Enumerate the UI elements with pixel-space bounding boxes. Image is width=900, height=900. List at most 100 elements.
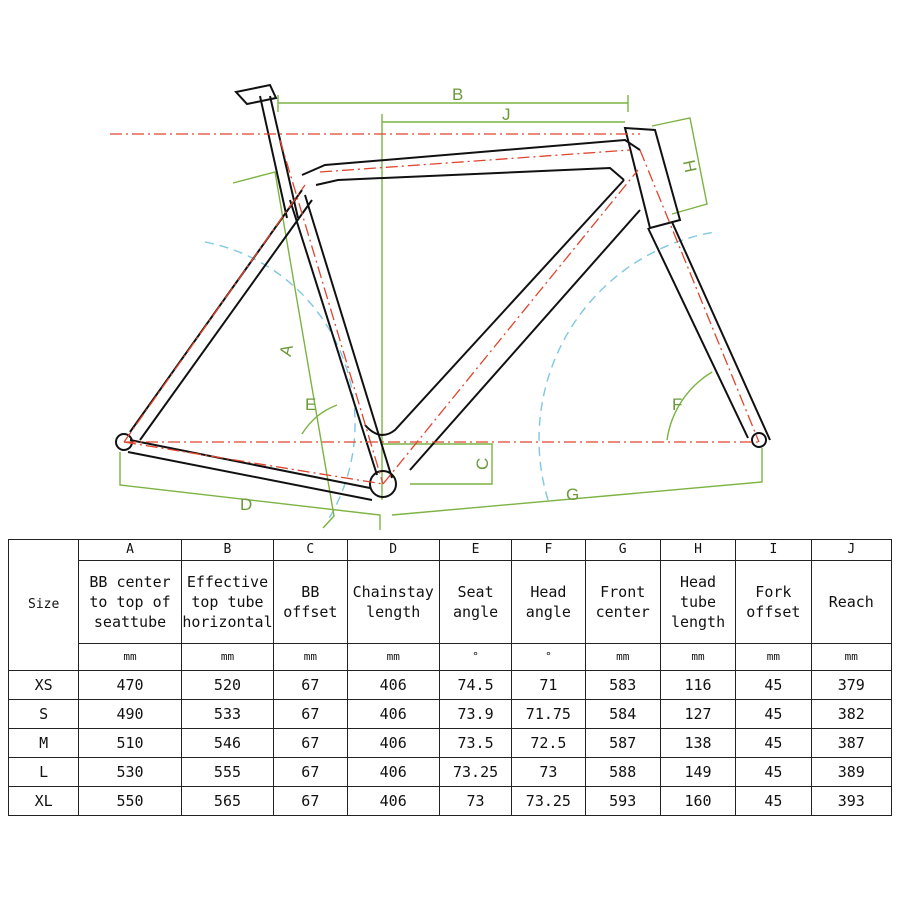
column-name: Head tube length <box>659 560 737 644</box>
value-cell: 393 <box>810 786 893 816</box>
bike-frame <box>115 83 771 501</box>
fork <box>647 221 771 441</box>
value-cell: 406 <box>346 786 440 816</box>
reference-arcs <box>204 231 716 521</box>
column-letter: J <box>810 539 893 561</box>
value-cell: 45 <box>735 786 812 816</box>
dim-b-line <box>277 95 629 112</box>
label-d: D <box>240 495 252 514</box>
value-cell: 550 <box>78 786 182 816</box>
dim-a-line <box>232 171 335 529</box>
column-name-line: angle <box>452 603 499 621</box>
value-cell: 72.5 <box>511 728 586 758</box>
value-cell: 45 <box>735 728 812 758</box>
value-cell: 406 <box>346 670 440 700</box>
column-name: Seat angle <box>438 560 513 644</box>
dim-f-arc <box>666 371 713 441</box>
value-cell: 45 <box>735 699 812 729</box>
column-name-line: seattube <box>93 613 167 631</box>
column-name-line: Head <box>679 573 717 591</box>
value-cell: 67 <box>273 786 348 816</box>
column-name-line: Seat <box>457 583 494 601</box>
value-cell: 520 <box>180 670 275 700</box>
column-name-line: angle <box>525 603 571 621</box>
value-cell: 533 <box>180 699 275 729</box>
size-cell: XL <box>7 786 80 816</box>
head-tube <box>623 126 682 230</box>
column-name-line: offset <box>283 603 338 621</box>
column-name-line: horizontal <box>182 613 273 631</box>
value-cell: 584 <box>584 699 661 729</box>
fork-axis <box>639 149 760 443</box>
column-name-line: tube <box>679 593 717 611</box>
value-cell: 73.25 <box>511 786 586 816</box>
size-cell: M <box>7 728 80 758</box>
column-letter: A <box>78 539 182 561</box>
value-cell: 73.9 <box>438 699 513 729</box>
column-name-line: center <box>595 603 650 621</box>
label-a: A <box>276 342 297 358</box>
frame-geometry-diagram: B J H A E C D G F <box>110 83 771 530</box>
column-letter: I <box>735 539 812 561</box>
stay-axis <box>123 184 384 485</box>
value-cell: 588 <box>584 757 661 787</box>
dimension-lines <box>119 95 763 530</box>
column-unit: mm <box>810 643 893 671</box>
column-name-line: Front <box>600 583 646 601</box>
column-letter: B <box>180 539 275 561</box>
dim-g-line <box>391 448 763 516</box>
size-header: Size <box>7 539 80 671</box>
value-cell: 73.25 <box>438 757 513 787</box>
value-cell: 406 <box>346 699 440 729</box>
column-name-line: Effective <box>186 573 269 591</box>
value-cell: 45 <box>735 757 812 787</box>
column-name-line: Reach <box>828 593 874 611</box>
column-name: Reach <box>810 560 893 644</box>
value-cell: 67 <box>273 699 348 729</box>
label-c: C <box>473 458 492 470</box>
value-cell: 406 <box>346 757 440 787</box>
front-dropout <box>751 432 767 448</box>
value-cell: 67 <box>273 757 348 787</box>
column-name-line: length <box>670 613 726 631</box>
top-tube <box>301 138 641 186</box>
column-unit: mm <box>346 643 440 671</box>
value-cell: 406 <box>346 728 440 758</box>
column-name-line: length <box>366 603 421 621</box>
value-cell: 116 <box>659 670 737 700</box>
column-name-line: Head <box>530 583 567 601</box>
column-unit: ° <box>511 643 586 671</box>
column-name: BB offset <box>273 560 348 644</box>
value-cell: 565 <box>180 786 275 816</box>
down-tube-axis <box>382 169 639 485</box>
head-angle-arc <box>538 231 716 501</box>
dim-d-line <box>119 452 381 530</box>
value-cell: 587 <box>584 728 661 758</box>
value-cell: 74.5 <box>438 670 513 700</box>
column-name-line: offset <box>746 603 801 621</box>
column-unit: mm <box>78 643 182 671</box>
value-cell: 67 <box>273 670 348 700</box>
column-name-line: BB <box>301 583 320 601</box>
column-unit: mm <box>584 643 661 671</box>
value-cell: 45 <box>735 670 812 700</box>
value-cell: 530 <box>78 757 182 787</box>
value-cell: 73 <box>438 786 513 816</box>
value-cell: 138 <box>659 728 737 758</box>
value-cell: 389 <box>810 757 893 787</box>
down-tube <box>364 179 641 471</box>
value-cell: 490 <box>78 699 182 729</box>
dimension-labels: B J H A E C D G F <box>240 85 700 514</box>
value-cell: 160 <box>659 786 737 816</box>
column-name: Head angle <box>511 560 586 644</box>
value-cell: 546 <box>180 728 275 758</box>
label-e: E <box>305 395 316 414</box>
